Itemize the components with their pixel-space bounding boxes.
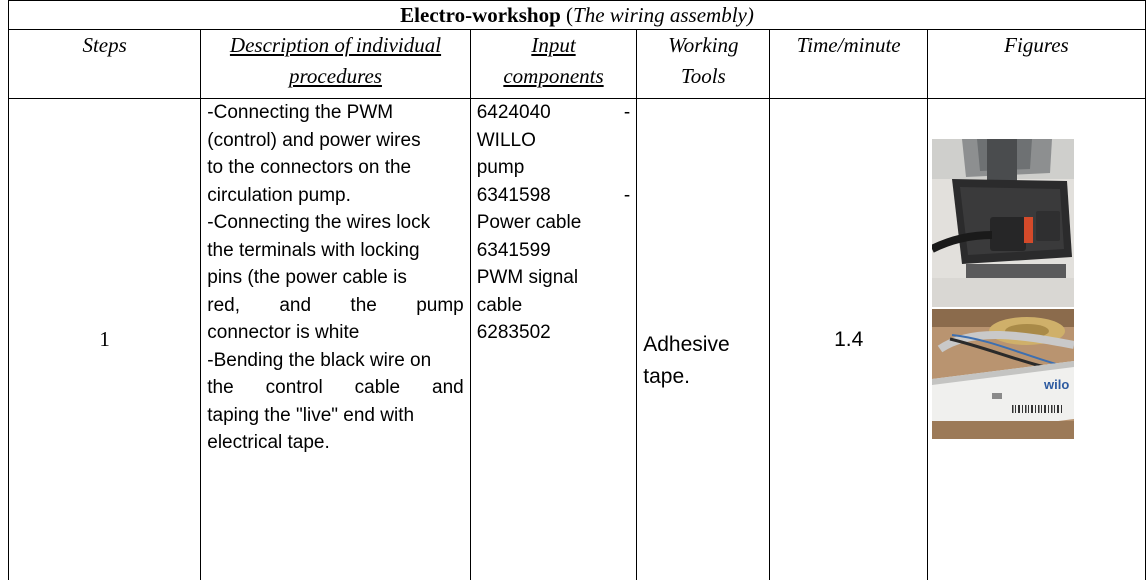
header-steps: Steps: [7, 29, 202, 99]
pump-connector-photo: [931, 139, 1074, 307]
description-line: -Bending the black wire on: [207, 349, 432, 371]
tools-line1: Adhesive: [643, 332, 730, 356]
step-number: 1: [99, 326, 110, 351]
description-line: red, and the pump: [207, 294, 464, 316]
header-steps-label: Steps: [82, 33, 127, 57]
wilo-pump-photo: wilo: [931, 309, 1074, 439]
title-bold: Electro-workshop: [400, 2, 561, 27]
title-italic: The wiring assembly): [573, 2, 754, 27]
header-figures-label: Figures: [1004, 33, 1069, 57]
description-line: (control) and power wires: [207, 129, 421, 151]
component-line: WILLO: [476, 129, 536, 151]
components-cell: 6424040 - WILLO pump 6341598 - Power cab…: [469, 98, 638, 580]
description-line: the terminals with locking: [207, 239, 420, 261]
description-line: connector is white: [207, 322, 360, 343]
header-input-line2: components: [503, 64, 604, 88]
pump-connector-illustration: [931, 139, 1074, 307]
wilo-pump-illustration: wilo: [931, 309, 1074, 439]
component-line: Power cable: [476, 212, 582, 233]
header-row: Steps Description of individual procedure…: [7, 29, 1146, 99]
component-line: pump: [476, 157, 525, 178]
table-row: 1 -Connecting the PWM (control) and powe…: [7, 98, 1146, 580]
header-description-line2: procedures: [289, 64, 382, 88]
time-value: 1.4: [834, 327, 864, 351]
description-line: circulation pump.: [207, 184, 351, 206]
description-line: pins (the power cable is: [207, 267, 407, 288]
description-cell: -Connecting the PWM (control) and power …: [200, 98, 471, 580]
header-input-line1: Input: [531, 33, 576, 57]
component-line: 6283502: [476, 322, 551, 343]
step-cell: 1: [7, 98, 202, 580]
component-line: 6424040 -: [476, 102, 631, 123]
figures-cell: wilo: [926, 98, 1146, 580]
table-title: Electro-workshop (The wiring assembly): [8, 0, 1146, 30]
component-line: 6341598 -: [476, 184, 631, 206]
header-tools-line2: Tools: [680, 64, 726, 88]
header-description-line1: Description of individual: [229, 33, 442, 57]
header-tools-line1: Working: [668, 33, 739, 57]
description-line: to the connectors on the: [207, 157, 412, 178]
description-line: -Connecting the wires lock: [207, 212, 431, 233]
header-figures: Figures: [926, 29, 1146, 99]
description-line: the control cable and: [207, 377, 464, 398]
description-line: taping the "live" end with: [207, 404, 415, 426]
header-time-label: Time/minute: [796, 33, 901, 57]
header-input: Input components: [469, 29, 638, 99]
title-paren: (: [560, 2, 574, 27]
description-line: electrical tape.: [207, 432, 330, 453]
wilo-logo: wilo: [1043, 377, 1069, 392]
tools-line2: tape.: [643, 364, 690, 388]
time-cell: 1.4: [769, 98, 928, 580]
component-line: 6341599: [476, 239, 551, 261]
description-line: -Connecting the PWM: [207, 102, 394, 123]
title-row: Electro-workshop (The wiring assembly): [8, 0, 1146, 30]
header-description: Description of individual procedures: [200, 29, 471, 99]
header-time: Time/minute: [769, 29, 928, 99]
component-line: cable: [476, 294, 523, 316]
workshop-table: Electro-workshop (The wiring assembly) S…: [7, 0, 1146, 580]
component-line: PWM signal: [476, 267, 579, 288]
tools-cell: Adhesive tape.: [636, 98, 771, 580]
